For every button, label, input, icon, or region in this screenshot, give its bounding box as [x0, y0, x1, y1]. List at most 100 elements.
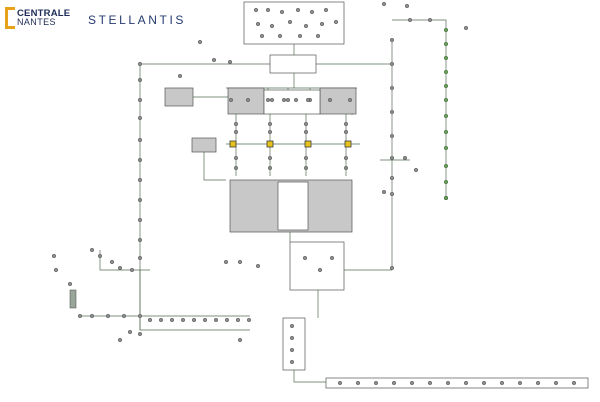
circle-node-icon — [444, 69, 449, 74]
circle-node-icon — [290, 324, 295, 329]
circle-node-icon — [444, 163, 449, 168]
circle-node-icon — [464, 381, 469, 386]
circle-node-icon — [121, 314, 126, 319]
circle-node-icon — [392, 381, 397, 386]
circle-node-icon — [290, 360, 295, 365]
circle-node-icon — [237, 260, 242, 265]
circle-node-icon — [298, 34, 303, 39]
circle-node-icon — [105, 314, 110, 319]
circle-node-icon — [268, 165, 273, 170]
circle-node-icon — [290, 336, 295, 341]
circle-node-icon — [518, 381, 523, 386]
station-icon — [344, 140, 352, 148]
circle-node-icon — [233, 155, 238, 160]
connector-line — [203, 152, 226, 181]
circle-node-icon — [213, 318, 218, 323]
station-icon — [266, 140, 274, 148]
circle-node-icon — [253, 7, 258, 12]
circle-node-icon — [444, 113, 449, 118]
circle-node-icon — [235, 318, 240, 323]
circle-node-icon — [444, 129, 449, 134]
circle-node-icon — [227, 60, 232, 65]
circle-node-icon — [266, 7, 271, 12]
station-icon — [229, 140, 237, 148]
circle-node-icon — [344, 121, 349, 126]
circle-node-icon — [54, 268, 59, 273]
circle-node-icon — [137, 115, 142, 120]
circle-node-icon — [137, 332, 142, 337]
circle-node-icon — [444, 97, 449, 102]
module-blocks — [164, 1, 589, 389]
circle-node-icon — [390, 155, 395, 160]
circle-node-icon — [318, 268, 323, 273]
circle-node-icon — [246, 318, 251, 323]
circle-node-icon — [89, 247, 94, 252]
circle-node-icon — [304, 24, 309, 29]
circle-node-icon — [270, 24, 275, 29]
circle-node-icon — [410, 381, 415, 386]
circle-node-icon — [464, 26, 469, 31]
circle-node-icon — [382, 2, 387, 6]
circle-node-icon — [572, 381, 577, 386]
circle-node-icon — [390, 62, 395, 67]
circle-node-icon — [89, 314, 94, 319]
circle-node-icon — [129, 268, 134, 273]
circle-node-icon — [444, 195, 449, 200]
module-left — [227, 87, 265, 115]
circle-node-icon — [137, 237, 142, 242]
circle-node-icon — [233, 121, 238, 126]
circle-node-icon — [137, 314, 142, 319]
circle-node-icon — [328, 97, 333, 102]
left-module — [164, 87, 194, 107]
circle-node-icon — [390, 266, 395, 271]
connector-line — [99, 250, 150, 271]
circle-node-icon — [428, 18, 433, 23]
circle-node-icon — [403, 155, 408, 160]
circle-node-icon — [444, 179, 449, 184]
circle-node-icon — [444, 28, 449, 33]
circle-node-icon — [334, 20, 339, 25]
circle-node-icon — [52, 253, 57, 258]
circle-node-icon — [390, 85, 395, 90]
circle-node-icon — [180, 318, 185, 323]
bottom-strip — [325, 377, 589, 389]
flow-nodes — [52, 2, 577, 386]
circle-node-icon — [278, 34, 283, 39]
circle-node-icon — [109, 260, 114, 265]
circle-node-icon — [296, 7, 301, 12]
circle-node-icon — [304, 155, 309, 160]
centrale-nantes-logo: CENTRALE NANTES — [5, 7, 70, 29]
circle-node-icon — [237, 338, 242, 343]
circle-node-icon — [536, 381, 541, 386]
queue-icon — [69, 289, 77, 309]
circle-node-icon — [137, 97, 142, 102]
circle-node-icon — [408, 18, 413, 23]
module-center — [263, 89, 321, 115]
circle-node-icon — [446, 381, 451, 386]
circle-node-icon — [137, 62, 142, 67]
centrale-logo-line1: CENTRALE — [17, 8, 71, 19]
circle-node-icon — [390, 38, 395, 43]
circle-node-icon — [390, 109, 395, 114]
circle-node-icon — [444, 56, 449, 61]
circle-node-icon — [137, 157, 142, 162]
circle-node-icon — [256, 22, 261, 27]
circle-node-icon — [444, 42, 449, 47]
circle-node-icon — [282, 97, 287, 102]
circle-node-icon — [482, 381, 487, 386]
circle-node-icon — [303, 256, 308, 261]
circle-node-icon — [256, 264, 261, 269]
circle-node-icon — [137, 77, 142, 82]
circle-node-icon — [348, 97, 353, 102]
circle-node-icon — [117, 266, 122, 271]
centrale-bracket-icon — [5, 7, 15, 29]
circle-node-icon — [330, 256, 335, 261]
merge-box — [269, 54, 317, 74]
circle-node-icon — [382, 189, 387, 194]
circle-node-icon — [554, 381, 559, 386]
circle-node-icon — [390, 133, 395, 138]
circle-node-icon — [320, 22, 325, 27]
circle-node-icon — [260, 34, 265, 39]
circle-node-icon — [356, 381, 361, 386]
circle-node-icon — [414, 167, 419, 172]
